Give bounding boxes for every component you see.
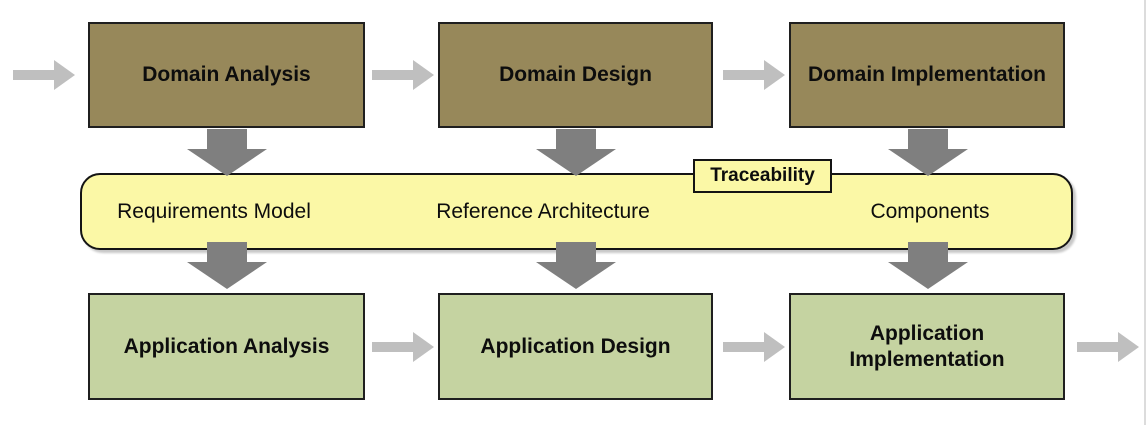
application-implementation-box: Application Implementation [789,293,1065,400]
arrow-right-icon [723,60,785,90]
domain-design-box: Domain Design [438,22,713,128]
domain-implementation-box: Domain Implementation [789,22,1065,128]
traceability-tag: Traceability [693,159,832,193]
arrow-down-icon [888,129,968,176]
application-implementation-label: Application Implementation [849,321,1005,371]
requirements-model-label: Requirements Model [117,200,311,223]
reference-architecture-label: Reference Architecture [436,200,650,223]
application-design-label: Application Design [480,334,671,358]
arrow-right-icon [13,60,75,90]
domain-analysis-label: Domain Analysis [142,63,311,86]
arrow-down-icon [536,129,616,176]
arrow-right-icon [372,60,434,90]
arrow-right-icon [1077,332,1139,362]
arrow-down-icon [187,129,267,176]
application-analysis-box: Application Analysis [88,293,365,400]
application-analysis-label: Application Analysis [123,334,330,358]
arrow-right-icon [723,332,785,362]
domain-implementation-label: Domain Implementation [807,63,1047,86]
components-label: Components [870,200,990,223]
arrow-right-icon [372,332,434,362]
application-design-box: Application Design [438,293,713,400]
page-edge-divider [1144,0,1146,425]
traceability-label: Traceability [710,165,815,186]
domain-analysis-box: Domain Analysis [88,22,365,128]
domain-design-label: Domain Design [499,63,652,86]
